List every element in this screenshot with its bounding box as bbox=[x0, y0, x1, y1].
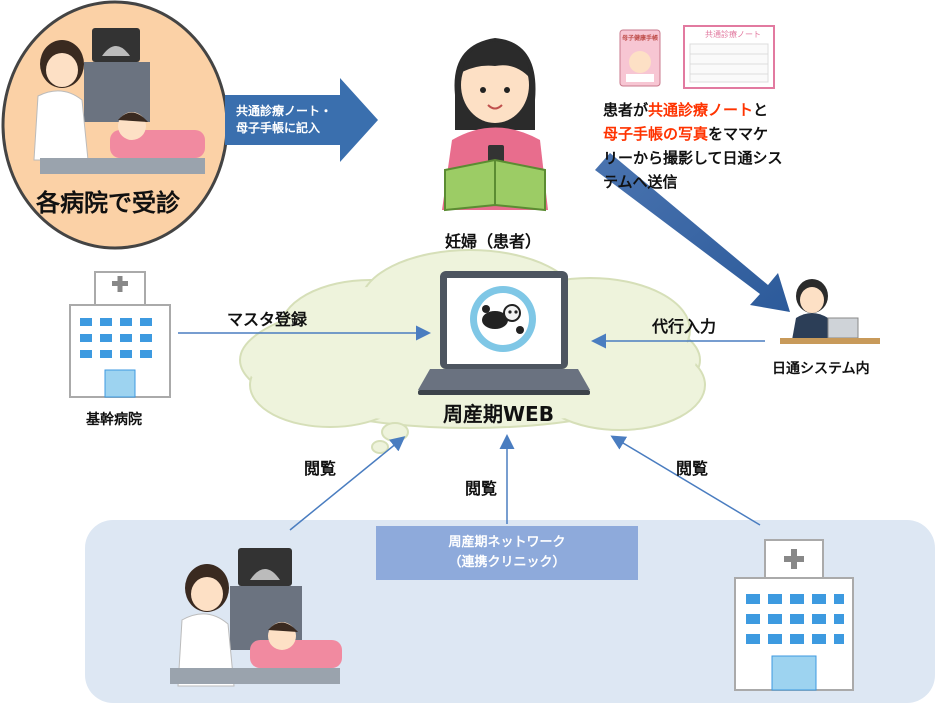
note-thumbnail bbox=[683, 25, 775, 89]
hospital-visit-title: 各病院で受診 bbox=[36, 189, 180, 217]
network-line2: （連携クリニック） bbox=[448, 555, 566, 570]
network-box: 周産期ネットワーク （連携クリニック） bbox=[376, 526, 638, 580]
patient-description: 患者が共通診療ノートと 母子手帳の写真をママケ リーから撮影して日通シス テムへ… bbox=[603, 98, 783, 194]
doctor-exam-icon-bottom bbox=[170, 548, 342, 687]
send-arrow bbox=[595, 153, 790, 312]
pregnant-woman-icon bbox=[442, 38, 548, 212]
desc-line4: テムへ送信 bbox=[603, 173, 678, 191]
record-arrow bbox=[225, 78, 378, 162]
record-arrow-line1: 共通診療ノート・ bbox=[236, 104, 333, 118]
clinic-hospital-icon bbox=[734, 539, 854, 691]
core-hospital-label: 基幹病院 bbox=[86, 412, 142, 428]
proxy-input-label: 代行入力 bbox=[652, 317, 717, 336]
view-line-left bbox=[289, 436, 406, 531]
record-arrow-label: 共通診療ノート・ 母子手帳に記入 bbox=[236, 103, 332, 137]
desc-line1-pre: 患者が bbox=[603, 101, 649, 119]
note-thumbnail-title: 共通診療ノート bbox=[705, 30, 761, 39]
view-label-right: 閲覧 bbox=[676, 459, 709, 478]
desc-line3: リーから撮影して日通シス bbox=[603, 149, 783, 167]
handbook-thumbnail-title: 母子健康手帳 bbox=[622, 35, 659, 42]
desc-line1-highlight: 共通診療ノート bbox=[648, 101, 754, 119]
view-label-center: 閲覧 bbox=[465, 479, 498, 498]
view-label-left: 閲覧 bbox=[304, 459, 337, 478]
view-line-right bbox=[610, 435, 761, 526]
master-registration-label: マスタ登録 bbox=[227, 310, 308, 329]
desc-line2-post: をママケ bbox=[708, 125, 769, 143]
network-line1: 周産期ネットワーク bbox=[448, 535, 566, 550]
web-label: 周産期WEB bbox=[443, 402, 554, 426]
desc-line1-post: と bbox=[753, 101, 769, 119]
doctor-exam-icon-top bbox=[33, 28, 205, 174]
record-arrow-line2: 母子手帳に記入 bbox=[236, 121, 321, 135]
operator-icon bbox=[780, 279, 880, 344]
core-hospital-icon bbox=[69, 271, 171, 398]
handbook-thumbnail bbox=[619, 29, 661, 87]
laptop-icon bbox=[418, 271, 590, 395]
desc-line2-highlight: 母子手帳の写真 bbox=[603, 125, 709, 143]
nittsu-label: 日通システム内 bbox=[772, 361, 870, 377]
patient-label: 妊婦（患者） bbox=[445, 232, 542, 251]
